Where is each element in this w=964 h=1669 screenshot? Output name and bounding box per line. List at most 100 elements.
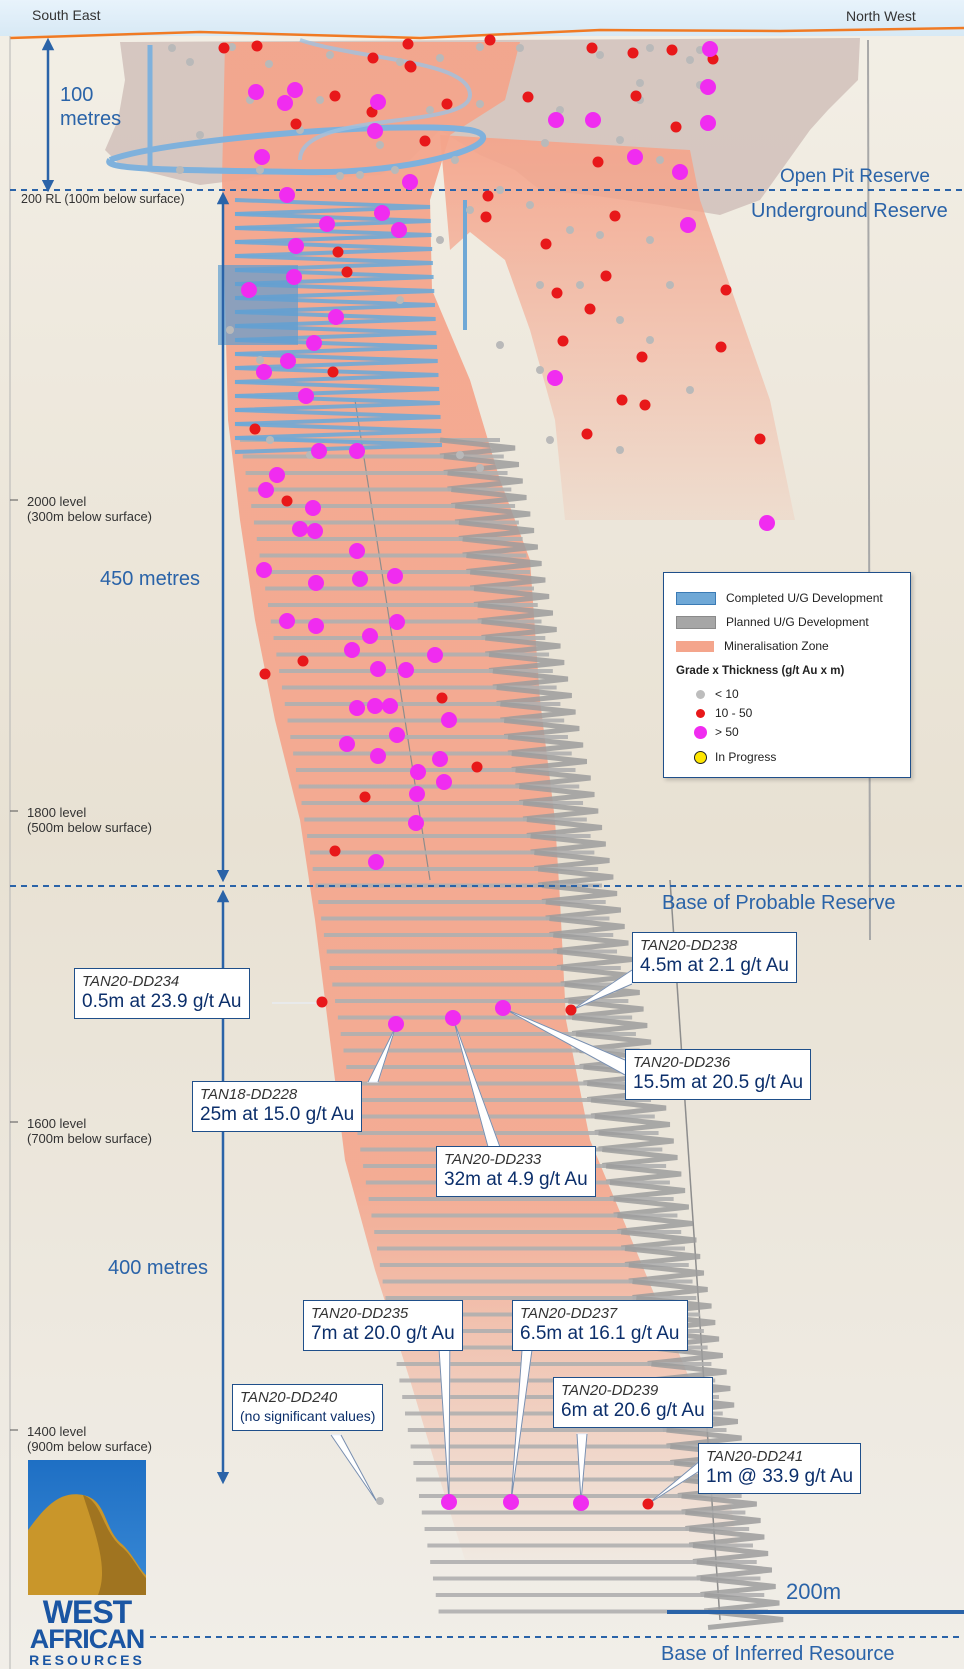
intercept-lt10 <box>616 446 624 454</box>
intercept-10-50 <box>557 335 569 347</box>
intercept-lt10 <box>496 341 504 349</box>
callout-result: 4.5m at 2.1 g/t Au <box>640 955 789 976</box>
intercept-lt10 <box>476 464 484 472</box>
intercept-gt50 <box>680 217 696 233</box>
intercept-lt10 <box>576 281 584 289</box>
planned-decline-segment <box>602 1147 678 1168</box>
planned-decline-segment <box>696 1559 772 1581</box>
intercept-10-50 <box>402 38 414 50</box>
intercept-lt10 <box>636 79 644 87</box>
intercept-10-50 <box>341 266 353 278</box>
intercept-10-50 <box>290 118 302 130</box>
intercept-gt50 <box>254 149 270 165</box>
planned-decline-segment <box>575 1031 652 1053</box>
completed-decline-segment <box>234 310 436 328</box>
legend-planned-swatch <box>676 615 716 629</box>
intercept-gt50 <box>548 112 564 128</box>
scale-bar-label: 200m <box>786 1579 842 1604</box>
intercept-gt50 <box>349 700 365 716</box>
planned-decline-segment <box>507 734 584 756</box>
intercept-10-50 <box>367 52 379 64</box>
level-label-1400: 1400 level(900m below surface) <box>27 1424 152 1454</box>
intercept-lt10 <box>186 58 194 66</box>
callout-result: 0.5m at 23.9 g/t Au <box>82 991 242 1012</box>
completed-decline-segment <box>234 296 435 314</box>
intercept-10-50 <box>281 495 293 507</box>
intercept-gt50 <box>280 353 296 369</box>
completed-decline-segment <box>234 422 442 440</box>
intercept-lt10 <box>256 356 264 364</box>
planned-decline-segment <box>496 685 572 706</box>
planned-decline-segment <box>685 1510 761 1531</box>
planned-decline-segment <box>704 1592 780 1614</box>
intercept-lt10 <box>456 451 464 459</box>
callout-hole-id: TAN20-DD238 <box>640 937 738 954</box>
intercept-lt10 <box>686 56 694 64</box>
intercept-gt50 <box>445 1010 461 1026</box>
intercept-10-50 <box>436 692 448 704</box>
intercept-gt50 <box>288 238 304 254</box>
intercept-lt10 <box>541 139 549 147</box>
callout-result: 6.5m at 16.1 g/t Au <box>520 1323 680 1344</box>
ground-surface-line <box>9 26 964 40</box>
intercept-lt10 <box>316 96 324 104</box>
completed-decline-segment <box>234 254 433 272</box>
callout-hole-id: TAN18-DD228 <box>200 1086 298 1103</box>
planned-decline-segment <box>469 569 546 591</box>
planned-decline-segment <box>530 833 606 855</box>
planned-decline-segment <box>500 701 576 723</box>
intercept-gt50 <box>700 115 716 131</box>
intercept-gt50 <box>441 1494 457 1510</box>
planned-decline-segment <box>628 1262 705 1284</box>
intercept-gt50 <box>319 216 335 232</box>
planned-decline-segment <box>700 1576 776 1597</box>
planned-decline-segment <box>537 866 614 888</box>
intercept-gt50 <box>286 269 302 285</box>
callout-hole-id: TAN20-DD233 <box>444 1151 542 1168</box>
intercept-10-50 <box>484 34 496 46</box>
intercept-lt10 <box>256 166 264 174</box>
base-probable-reserve-label: Base of Probable Reserve <box>662 892 896 914</box>
intercept-lt10 <box>496 186 504 194</box>
callout-hole-id: TAN20-DD236 <box>633 1054 731 1071</box>
callout-result: 1m @ 33.9 g/t Au <box>706 1466 854 1487</box>
planned-decline-segment <box>477 602 554 624</box>
planned-decline-segment <box>620 1229 697 1251</box>
intercept-lt10 <box>391 166 399 174</box>
legend-lt10-label: < 10 <box>715 687 739 701</box>
legend-lt10: < 10 <box>664 687 739 701</box>
callout-result: 15.5m at 20.5 g/t Au <box>633 1072 804 1093</box>
legend-mineral-label: Mineralisation Zone <box>724 639 829 653</box>
planned-decline-segment <box>624 1246 701 1267</box>
callout-result: (no significant values) <box>240 1408 376 1424</box>
intercept-10-50 <box>327 366 339 378</box>
intercept-gt50 <box>388 1016 404 1032</box>
intercept-gt50 <box>298 388 314 404</box>
intercept-gt50 <box>370 748 386 764</box>
legend-completed-label: Completed U/G Development <box>726 591 883 605</box>
legend-mineral-swatch <box>676 640 714 652</box>
intercept-gt50 <box>368 854 384 870</box>
scale-100-value: 100 <box>60 84 94 106</box>
planned-decline-segment <box>481 619 557 640</box>
intercept-gt50 <box>370 661 386 677</box>
planned-decline-segment <box>613 1196 689 1218</box>
planned-decline-segment <box>568 998 644 1020</box>
intercept-lt10 <box>616 136 624 144</box>
intercept-lt10 <box>396 296 404 304</box>
orientation-right-label: North West <box>846 8 916 24</box>
intercept-10-50 <box>754 433 766 445</box>
intercept-10-50 <box>666 44 678 56</box>
intercept-10-50 <box>251 40 263 52</box>
intercept-lt10 <box>451 156 459 164</box>
legend-progress-label: In Progress <box>715 750 777 764</box>
scale-450-label: 450 metres <box>100 568 201 590</box>
level-label-200rl: 200 RL (100m below surface) <box>21 192 185 206</box>
intercept-gt50 <box>398 662 414 678</box>
planned-decline-segment <box>632 1279 708 1300</box>
intercept-gt50 <box>256 364 272 380</box>
intercept-lt10 <box>666 281 674 289</box>
intercept-10-50 <box>522 91 534 103</box>
west-african-resources-logo: WEST AFRICAN RESOURCES <box>28 1460 146 1669</box>
logo-word-resources: RESOURCES <box>29 1652 145 1668</box>
